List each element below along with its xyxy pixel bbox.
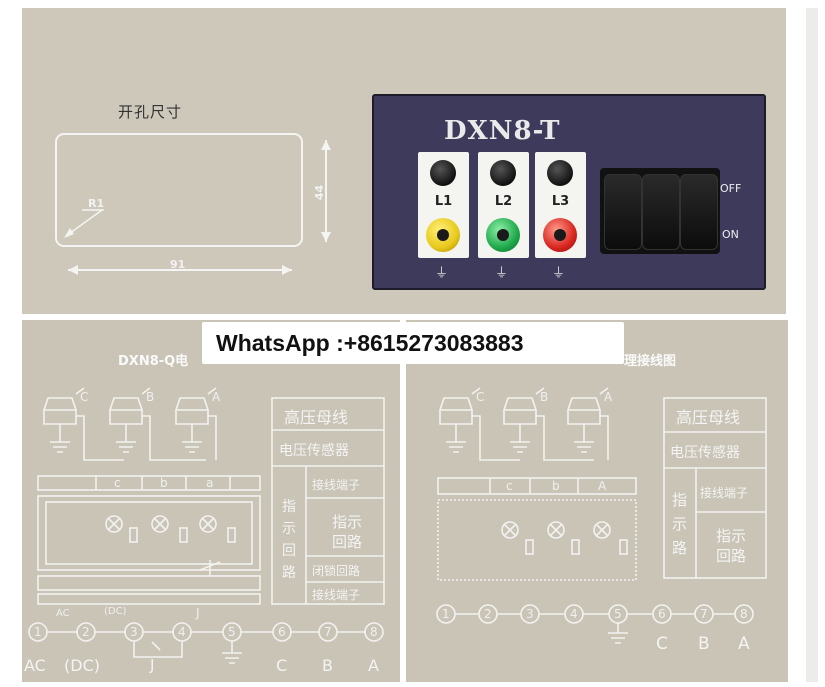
whatsapp-watermark: WhatsApp :+8615273083883 [202, 322, 624, 364]
legend-terminal2: 接线端子 [312, 588, 361, 602]
terminal-5: 5 [228, 625, 236, 639]
legend-bus: 高压母线 [284, 408, 349, 427]
phase-b-label: B [146, 390, 155, 404]
terminal-6: 6 [278, 625, 286, 639]
phase-c-label: C [80, 390, 89, 404]
legend-bus: 高压母线 [676, 408, 741, 427]
terminal-8: 8 [370, 625, 378, 639]
label-j: J [150, 656, 155, 674]
indicator-label: L3 [551, 194, 570, 209]
rocker-switch-2[interactable] [642, 174, 680, 250]
phase-b-label: B [540, 390, 549, 404]
wiring-diagram-right [406, 320, 788, 682]
switch-off-label: OFF [720, 182, 742, 195]
terminal-1: 1 [34, 625, 42, 639]
ground-icon: ⏚ [552, 266, 566, 281]
test-jack-icon[interactable] [543, 218, 577, 252]
phase-c-label: C [476, 390, 485, 404]
terminal-1: 1 [442, 607, 450, 621]
ground-icon: ⏚ [435, 266, 449, 281]
legend-terminal: 接线端子 [312, 478, 361, 492]
cutout-title: 开孔尺寸 [118, 103, 183, 121]
right-diagram-title: 理接线图 [624, 354, 677, 369]
device-model: DXN8-T [444, 116, 561, 146]
left-diagram-title: DXN8-Q电 [118, 354, 189, 369]
phase-a-label: A [604, 390, 613, 404]
terminal-7: 7 [700, 607, 708, 621]
terminal-8: 8 [740, 607, 748, 621]
legend-indicate: 指示回路 [331, 513, 362, 551]
terminal-2: 2 [484, 607, 492, 621]
label-b: B [322, 656, 333, 675]
lamp-icon [547, 160, 573, 186]
lamp-icon [430, 160, 456, 186]
switch-block [600, 168, 720, 254]
legend-terminal: 接线端子 [700, 486, 749, 500]
indicator-l1: L1 [418, 152, 469, 258]
terminal-5: 5 [614, 607, 622, 621]
ac-small: AC [56, 608, 70, 619]
label-c: C [276, 656, 288, 675]
term-b: b [160, 476, 168, 490]
terminal-2: 2 [82, 625, 90, 639]
label-a: A [368, 656, 379, 675]
label-dc: (DC) [64, 656, 100, 675]
terminal-3: 3 [526, 607, 534, 621]
indicator-label: L2 [494, 194, 513, 209]
term-c: c [114, 476, 121, 490]
legend-lock: 闭锁回路 [312, 564, 361, 578]
legend-sensor: 电压传感器 [279, 443, 349, 459]
term-c: c [506, 479, 513, 493]
terminal-4: 4 [178, 625, 186, 639]
legend-indicate: 指示回路 [715, 527, 746, 565]
legend-sensor: 电压传感器 [670, 445, 740, 461]
terminal-3: 3 [130, 625, 138, 639]
test-jack-icon[interactable] [486, 218, 520, 252]
legend-indicate-side: 指示回路 [282, 499, 296, 581]
rocker-switch-1[interactable] [604, 174, 642, 250]
indicator-label: L1 [434, 194, 453, 209]
indicator-l2: L2 [478, 152, 529, 258]
phase-a-label: A [212, 390, 221, 404]
indicator-device: DXN8-T L1 L2 L3 ⏚ ⏚ ⏚ OFF ON [372, 94, 766, 290]
j-small: J [196, 606, 200, 620]
terminal-6: 6 [658, 607, 666, 621]
dim-radius: R1 [88, 197, 105, 210]
wiring-diagram-left [22, 320, 400, 682]
dc-small: (DC) [104, 606, 127, 617]
label-c: C [656, 634, 668, 654]
test-jack-icon[interactable] [426, 218, 460, 252]
dim-width: 91 [170, 258, 186, 271]
lamp-icon [490, 160, 516, 186]
ground-icon: ⏚ [495, 266, 509, 281]
term-b: b [552, 479, 560, 493]
indicator-l3: L3 [535, 152, 586, 258]
switch-on-label: ON [722, 228, 739, 241]
terminal-7: 7 [324, 625, 332, 639]
terminal-4: 4 [570, 607, 578, 621]
term-a: a [206, 476, 214, 490]
scroll-strip [806, 8, 818, 682]
label-a: A [738, 634, 750, 654]
label-ac: AC [24, 656, 46, 675]
term-a: A [598, 479, 607, 493]
rocker-switch-3[interactable] [680, 174, 718, 250]
label-b: B [698, 634, 710, 654]
legend-indicate-side: 指示路 [672, 491, 688, 557]
